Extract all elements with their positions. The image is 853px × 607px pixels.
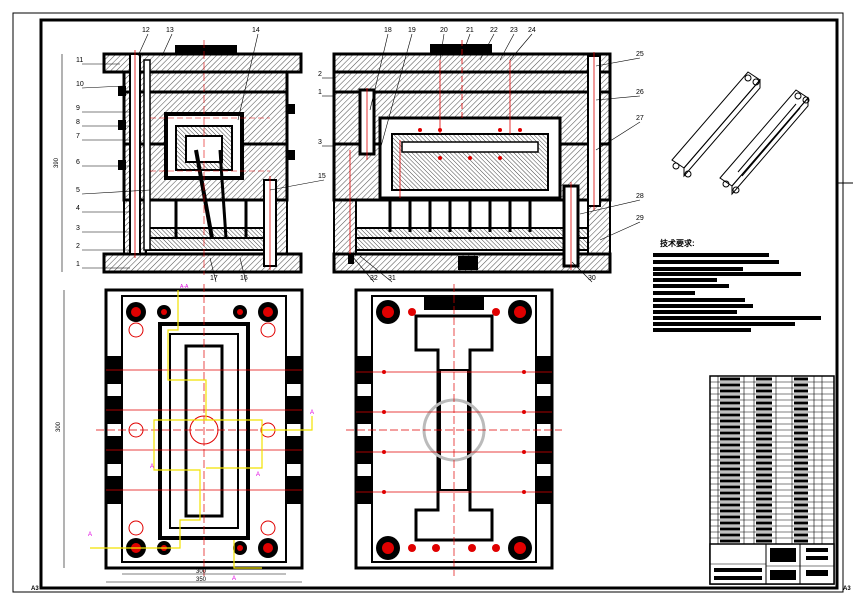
callout-front-7: 7 xyxy=(76,133,130,141)
callout-front-14: 14 xyxy=(237,27,260,121)
callout-label: 6 xyxy=(76,159,80,166)
callout-side-1: 1 xyxy=(318,89,334,97)
callout-front-3: 3 xyxy=(76,225,130,233)
section-mark-4: A xyxy=(256,472,260,478)
callout-front-11: 11 xyxy=(76,57,120,65)
corner-label-right: A3 xyxy=(843,586,851,592)
callout-front-9: 9 xyxy=(76,105,130,113)
callout-label: 2 xyxy=(76,243,80,250)
callout-front-2: 2 xyxy=(76,243,130,251)
callout-side-28: 28 xyxy=(579,193,644,215)
side-section-view xyxy=(332,40,612,274)
callout-side-18: 18 xyxy=(369,27,392,111)
front-height-dimension: 390 xyxy=(54,157,60,168)
callout-side-23: 23 xyxy=(499,27,518,61)
callout-label: 25 xyxy=(636,51,644,58)
callout-front-10: 10 xyxy=(76,81,125,89)
callout-label: 19 xyxy=(408,27,416,34)
callout-front-12: 12 xyxy=(137,27,150,57)
isometric-part-sketch xyxy=(671,71,810,196)
callout-front-4: 4 xyxy=(76,205,130,213)
callout-side-19: 19 xyxy=(379,27,416,151)
callout-side-29: 29 xyxy=(599,215,644,241)
callout-label: 28 xyxy=(636,193,644,200)
plan-width-dimension-outer: 350 xyxy=(196,577,207,583)
outer-frame xyxy=(12,12,844,593)
callout-label: 24 xyxy=(528,27,536,34)
inner-frame xyxy=(39,18,839,590)
callout-side-26: 26 xyxy=(595,89,644,101)
callout-label: 13 xyxy=(166,27,174,34)
callout-label: 2 xyxy=(318,71,322,78)
callout-side-27: 27 xyxy=(595,115,644,151)
callout-label: 21 xyxy=(466,27,474,34)
technical-requirements: 技术要求: xyxy=(653,238,821,332)
callout-label: 3 xyxy=(318,139,322,146)
callout-front-8: 8 xyxy=(76,119,130,127)
callout-label: 4 xyxy=(76,205,80,212)
callout-side-21: 21 xyxy=(461,27,474,57)
callout-label: 5 xyxy=(76,187,80,194)
tech-requirements-title: 技术要求: xyxy=(660,238,695,248)
callout-side-3: 3 xyxy=(318,139,334,147)
callout-side-31: 31 xyxy=(359,255,396,283)
callout-label: 31 xyxy=(388,275,396,282)
callout-side-30: 30 xyxy=(571,261,596,283)
callout-label: 23 xyxy=(510,27,518,34)
callout-side-25: 25 xyxy=(595,51,644,67)
corner-label-left: A3 xyxy=(31,586,39,592)
callout-label: 17 xyxy=(210,275,218,282)
callout-side-22: 22 xyxy=(479,27,498,61)
callout-front-17: 17 xyxy=(209,257,218,283)
callout-side-2: 2 xyxy=(318,71,334,79)
callout-side-32: 32 xyxy=(351,255,378,283)
callout-label: 1 xyxy=(318,89,322,96)
callout-label: 26 xyxy=(636,89,644,96)
plan-width-dimension-inner: 300 xyxy=(196,569,207,575)
callout-label: 16 xyxy=(240,275,248,282)
callout-label: 10 xyxy=(76,81,84,88)
fixed-half-plan-view xyxy=(346,284,562,576)
title-block xyxy=(709,375,835,585)
callout-label: 22 xyxy=(490,27,498,34)
callout-label: 15 xyxy=(318,173,326,180)
callout-label: 12 xyxy=(142,27,150,34)
callout-label: 11 xyxy=(76,57,83,64)
callout-side-20: 20 xyxy=(439,27,448,61)
section-label: A-A xyxy=(180,284,189,290)
section-mark-3: A xyxy=(150,464,154,470)
section-mark-5: A xyxy=(232,576,236,582)
callout-label: 27 xyxy=(636,115,644,122)
callout-label: 20 xyxy=(440,27,448,34)
front-section-view: 390 xyxy=(54,40,303,275)
callout-label: 14 xyxy=(252,27,260,34)
callout-front-5: 5 xyxy=(76,187,151,195)
callout-label: 29 xyxy=(636,215,644,222)
section-mark-2: A xyxy=(310,410,314,416)
moving-half-plan-view: A-A A A A A A 300 300 350 xyxy=(56,284,314,583)
callout-front-1: 1 xyxy=(76,261,130,269)
callout-label: 1 xyxy=(76,261,80,268)
callout-front-6: 6 xyxy=(76,159,130,167)
callout-label: 30 xyxy=(588,275,596,282)
callout-label: 8 xyxy=(76,119,80,126)
callout-label: 32 xyxy=(370,275,378,282)
section-mark-1: A xyxy=(88,532,92,538)
callout-label: 9 xyxy=(76,105,80,112)
callout-front-16: 16 xyxy=(239,257,248,283)
callout-front-15: 15 xyxy=(269,173,326,191)
plan-height-dimension: 300 xyxy=(56,421,62,432)
callout-side-24: 24 xyxy=(509,27,536,61)
callout-label: 7 xyxy=(76,133,80,140)
callout-label: 3 xyxy=(76,225,80,232)
callout-label: 18 xyxy=(384,27,392,34)
callout-front-13: 13 xyxy=(161,27,174,57)
